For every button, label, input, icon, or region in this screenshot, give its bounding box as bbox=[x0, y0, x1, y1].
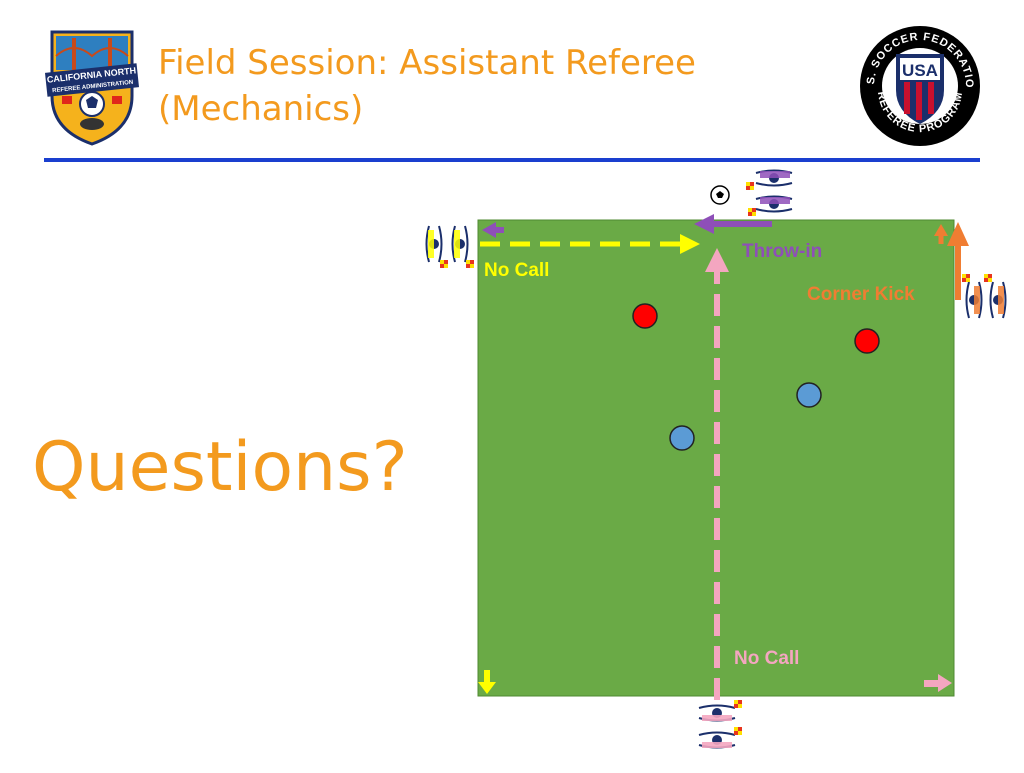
blue-player bbox=[796, 382, 822, 408]
label-no-call-top: No Call bbox=[484, 260, 549, 281]
pink-path-arrowhead bbox=[705, 248, 729, 272]
referee-icon bbox=[451, 225, 469, 263]
soccer-ball-icon bbox=[710, 185, 730, 205]
pink-corner-arrow bbox=[924, 680, 940, 687]
referee-icon bbox=[698, 704, 736, 722]
questions-text: Questions? bbox=[32, 428, 408, 507]
yellow-corner-arrow bbox=[484, 670, 490, 686]
label-no-call-bottom: No Call bbox=[734, 648, 799, 669]
flag-icon bbox=[734, 700, 742, 708]
referee-icon bbox=[425, 225, 443, 263]
referee-icon bbox=[698, 731, 736, 749]
us-soccer-referee-logo: U.S. SOCCER FEDERATION REFEREE PROGRAM U… bbox=[854, 15, 982, 148]
small-orange-arrowhead bbox=[934, 224, 948, 236]
corner-kick-arrowhead bbox=[947, 222, 969, 246]
flag-icon bbox=[746, 182, 754, 190]
yellow-path-arrowhead bbox=[680, 234, 700, 254]
yellow-corner-arrowhead bbox=[478, 682, 496, 694]
title-line-2: (Mechanics) bbox=[158, 89, 364, 129]
flag-icon bbox=[984, 274, 992, 282]
header-divider bbox=[44, 158, 980, 162]
label-corner-kick: Corner Kick bbox=[807, 284, 915, 305]
throw-in-arrowhead bbox=[694, 214, 714, 234]
title-line-1: Field Session: Assistant Referee bbox=[158, 43, 696, 83]
referee-icon bbox=[755, 195, 793, 213]
logo-shield-text: USA bbox=[902, 61, 938, 80]
referee-icon bbox=[755, 169, 793, 187]
flag-icon bbox=[962, 274, 970, 282]
california-north-logo: CALIFORNIA NORTH REFEREE ADMINISTRATION bbox=[44, 26, 140, 146]
small-purple-arrowhead bbox=[482, 222, 496, 238]
flag-icon bbox=[734, 727, 742, 735]
flag-icon bbox=[440, 260, 448, 268]
flag-icon bbox=[748, 208, 756, 216]
red-player bbox=[632, 303, 658, 329]
pink-corner-arrowhead bbox=[938, 674, 952, 692]
red-player bbox=[854, 328, 880, 354]
field-diagram: No Call Throw-in Corner Kick No Call bbox=[400, 160, 1024, 768]
flag-icon bbox=[466, 260, 474, 268]
blue-player bbox=[669, 425, 695, 451]
label-throw-in: Throw-in bbox=[742, 241, 822, 262]
slide-title: Field Session: Assistant Referee (Mechan… bbox=[158, 40, 798, 132]
referee-icon bbox=[989, 281, 1007, 319]
referee-icon bbox=[965, 281, 983, 319]
